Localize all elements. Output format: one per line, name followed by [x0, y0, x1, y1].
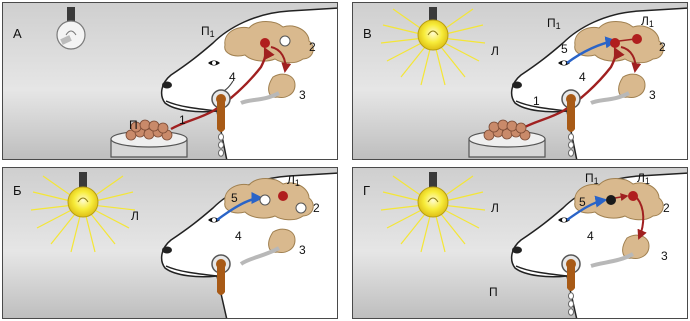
label-p-sub: 1: [210, 29, 215, 39]
label-p: П: [201, 24, 210, 38]
label-p1: П1: [547, 17, 561, 31]
label-p-sub: 1: [556, 21, 561, 31]
label-food: П: [129, 119, 138, 131]
label-5: 5: [561, 43, 568, 55]
label-2: 2: [659, 41, 666, 53]
label-p: П: [547, 16, 556, 30]
label-l-sub: 1: [649, 19, 654, 29]
label-3: 3: [661, 250, 668, 262]
label-lamp: Л: [491, 202, 499, 214]
label-lamp: Л: [131, 210, 139, 222]
panel-v-scene: [353, 3, 688, 160]
saliva-drops-icon: [219, 134, 224, 156]
label-l-sub: 1: [645, 176, 650, 186]
label-l: Л: [637, 171, 645, 185]
label-p: П: [585, 171, 594, 185]
label-1: 1: [533, 95, 540, 107]
panel-g: Г Л П1 Л1 5 2 4 3 П: [352, 167, 688, 319]
label-2: 2: [309, 41, 316, 53]
panel-g-scene: [353, 168, 688, 319]
label-lamp: Л: [491, 45, 499, 57]
label-2: 2: [663, 202, 670, 214]
label-p-sub: 1: [594, 176, 599, 186]
label-p1: П1: [585, 172, 599, 186]
label-2: 2: [313, 202, 320, 214]
panel-letter: А: [13, 27, 22, 40]
label-4: 4: [235, 230, 242, 242]
panel-letter: В: [363, 27, 372, 40]
label-p1: П1: [201, 25, 215, 39]
label-l: Л: [287, 173, 295, 187]
label-4: 4: [579, 71, 586, 83]
panel-b-scene: [3, 168, 338, 319]
label-4: 4: [229, 71, 236, 83]
label-4: 4: [587, 230, 594, 242]
label-3: 3: [299, 89, 306, 101]
saliva-drops-icon: [569, 134, 574, 156]
panel-a: А П1 2 3 4 1 П: [2, 2, 338, 160]
label-l1: Л1: [641, 15, 654, 29]
label-3: 3: [299, 244, 306, 256]
panel-b: Б Л Л1 5 2 4 3: [2, 167, 338, 319]
label-food: П: [489, 286, 498, 298]
label-l: Л: [641, 14, 649, 28]
label-5: 5: [231, 192, 238, 204]
panel-letter: Б: [13, 184, 22, 197]
label-l-sub: 1: [295, 178, 300, 188]
label-l1: Л1: [637, 172, 650, 186]
label-l1: Л1: [287, 174, 300, 188]
label-5: 5: [579, 196, 586, 208]
label-3: 3: [649, 89, 656, 101]
panel-a-scene: [3, 3, 338, 160]
saliva-drops-icon: [569, 293, 574, 315]
panel-letter: Г: [363, 184, 370, 197]
panel-v: В Л П1 Л1 5 2 4 3 1: [352, 2, 688, 160]
label-1: 1: [179, 114, 186, 126]
